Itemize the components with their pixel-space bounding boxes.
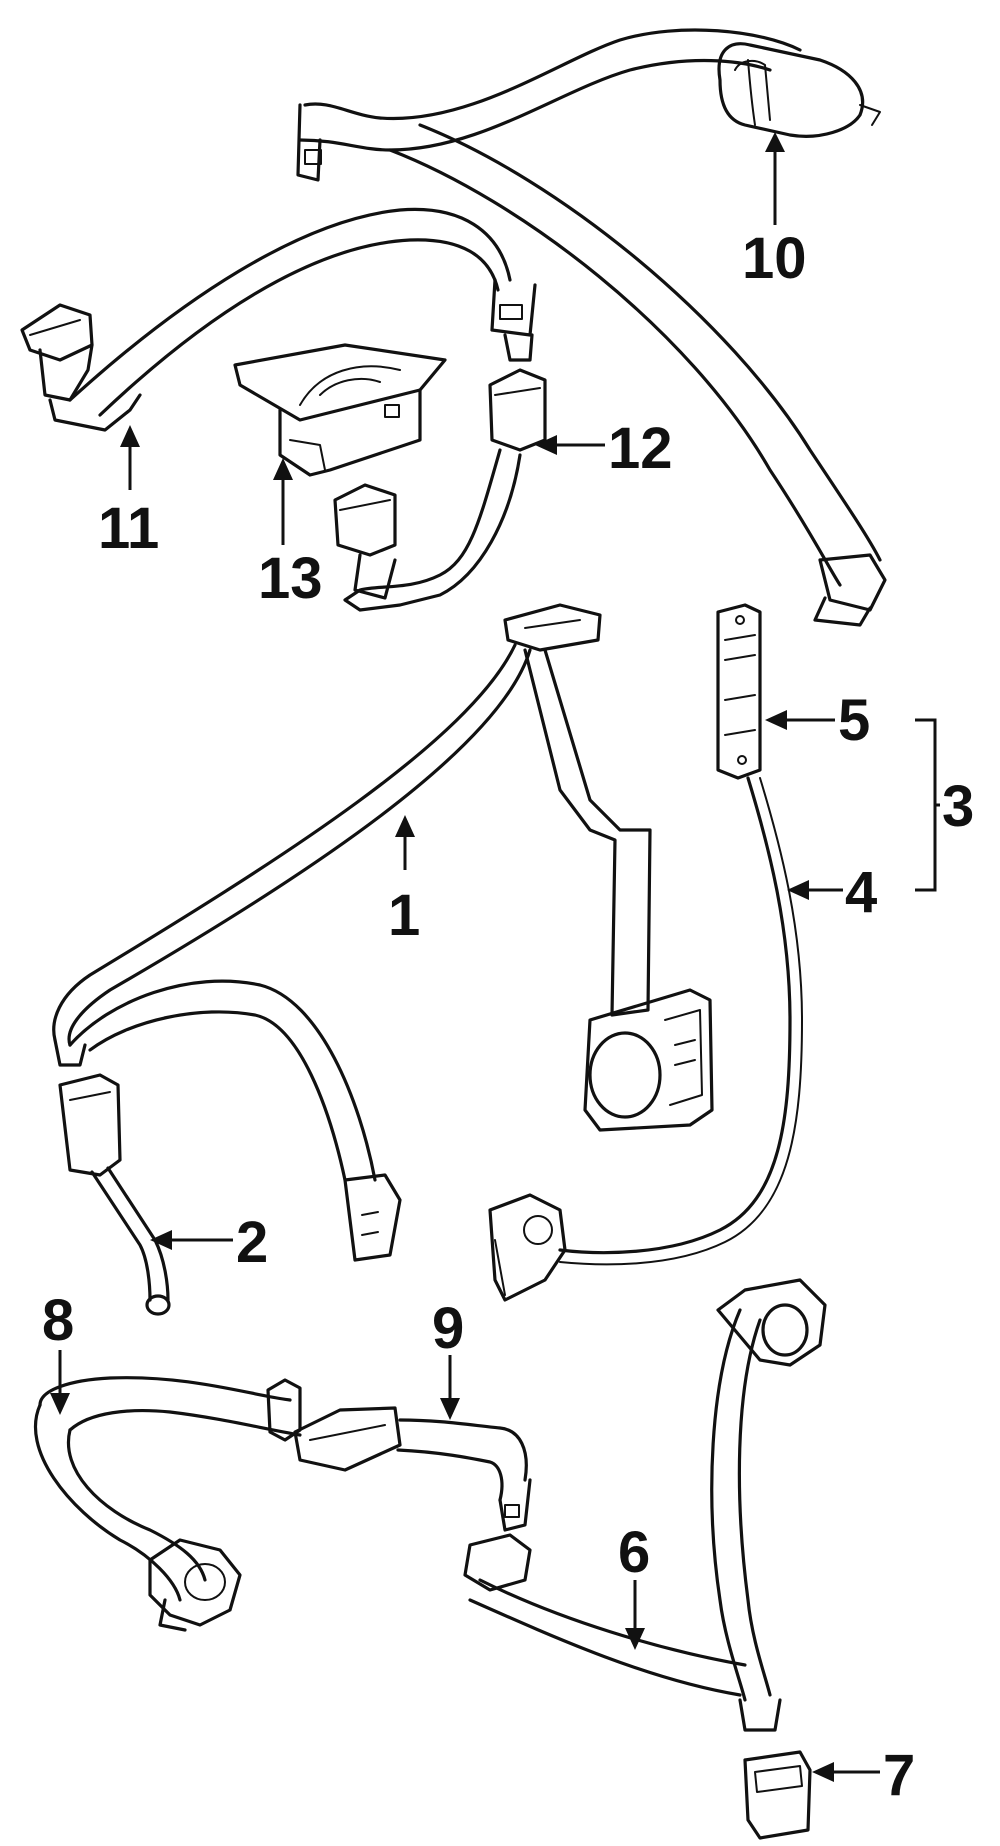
- part-12-double-buckle: [333, 368, 547, 612]
- part-8-rear-lap-belt: [33, 1376, 302, 1632]
- part-1-front-belt-retractor: [52, 603, 714, 1262]
- callout-2: 2: [236, 1210, 268, 1275]
- callout-6: 6: [618, 1520, 650, 1585]
- callout-3: 3: [942, 774, 974, 839]
- callout-7: 7: [883, 1743, 915, 1808]
- callout-12: 12: [608, 416, 673, 481]
- part-9-rear-buckle: [293, 1406, 532, 1532]
- callout-9: 9: [432, 1296, 464, 1361]
- part-10-shoulder-belt: [296, 28, 887, 627]
- leader-lines: [50, 132, 940, 1782]
- part-7-buckle-receptacle: [743, 1750, 812, 1840]
- callout-5: 5: [838, 688, 870, 753]
- callout-labels: 10 11 13 12 1 5 3 4 2 8 9 6 7: [42, 226, 974, 1808]
- callout-11: 11: [98, 496, 159, 561]
- callout-13: 13: [258, 546, 323, 611]
- part-6-rear-shoulder-belt: [463, 1278, 827, 1732]
- callout-1: 1: [388, 883, 420, 948]
- part-13-buckle-housing: [233, 343, 447, 477]
- part-3-cable-assembly: [488, 603, 803, 1302]
- callout-8: 8: [42, 1288, 74, 1353]
- part-11-center-belt-buckle: [20, 207, 537, 432]
- callout-4: 4: [845, 860, 877, 925]
- callout-10: 10: [742, 226, 807, 291]
- part-2-front-buckle: [58, 1073, 171, 1316]
